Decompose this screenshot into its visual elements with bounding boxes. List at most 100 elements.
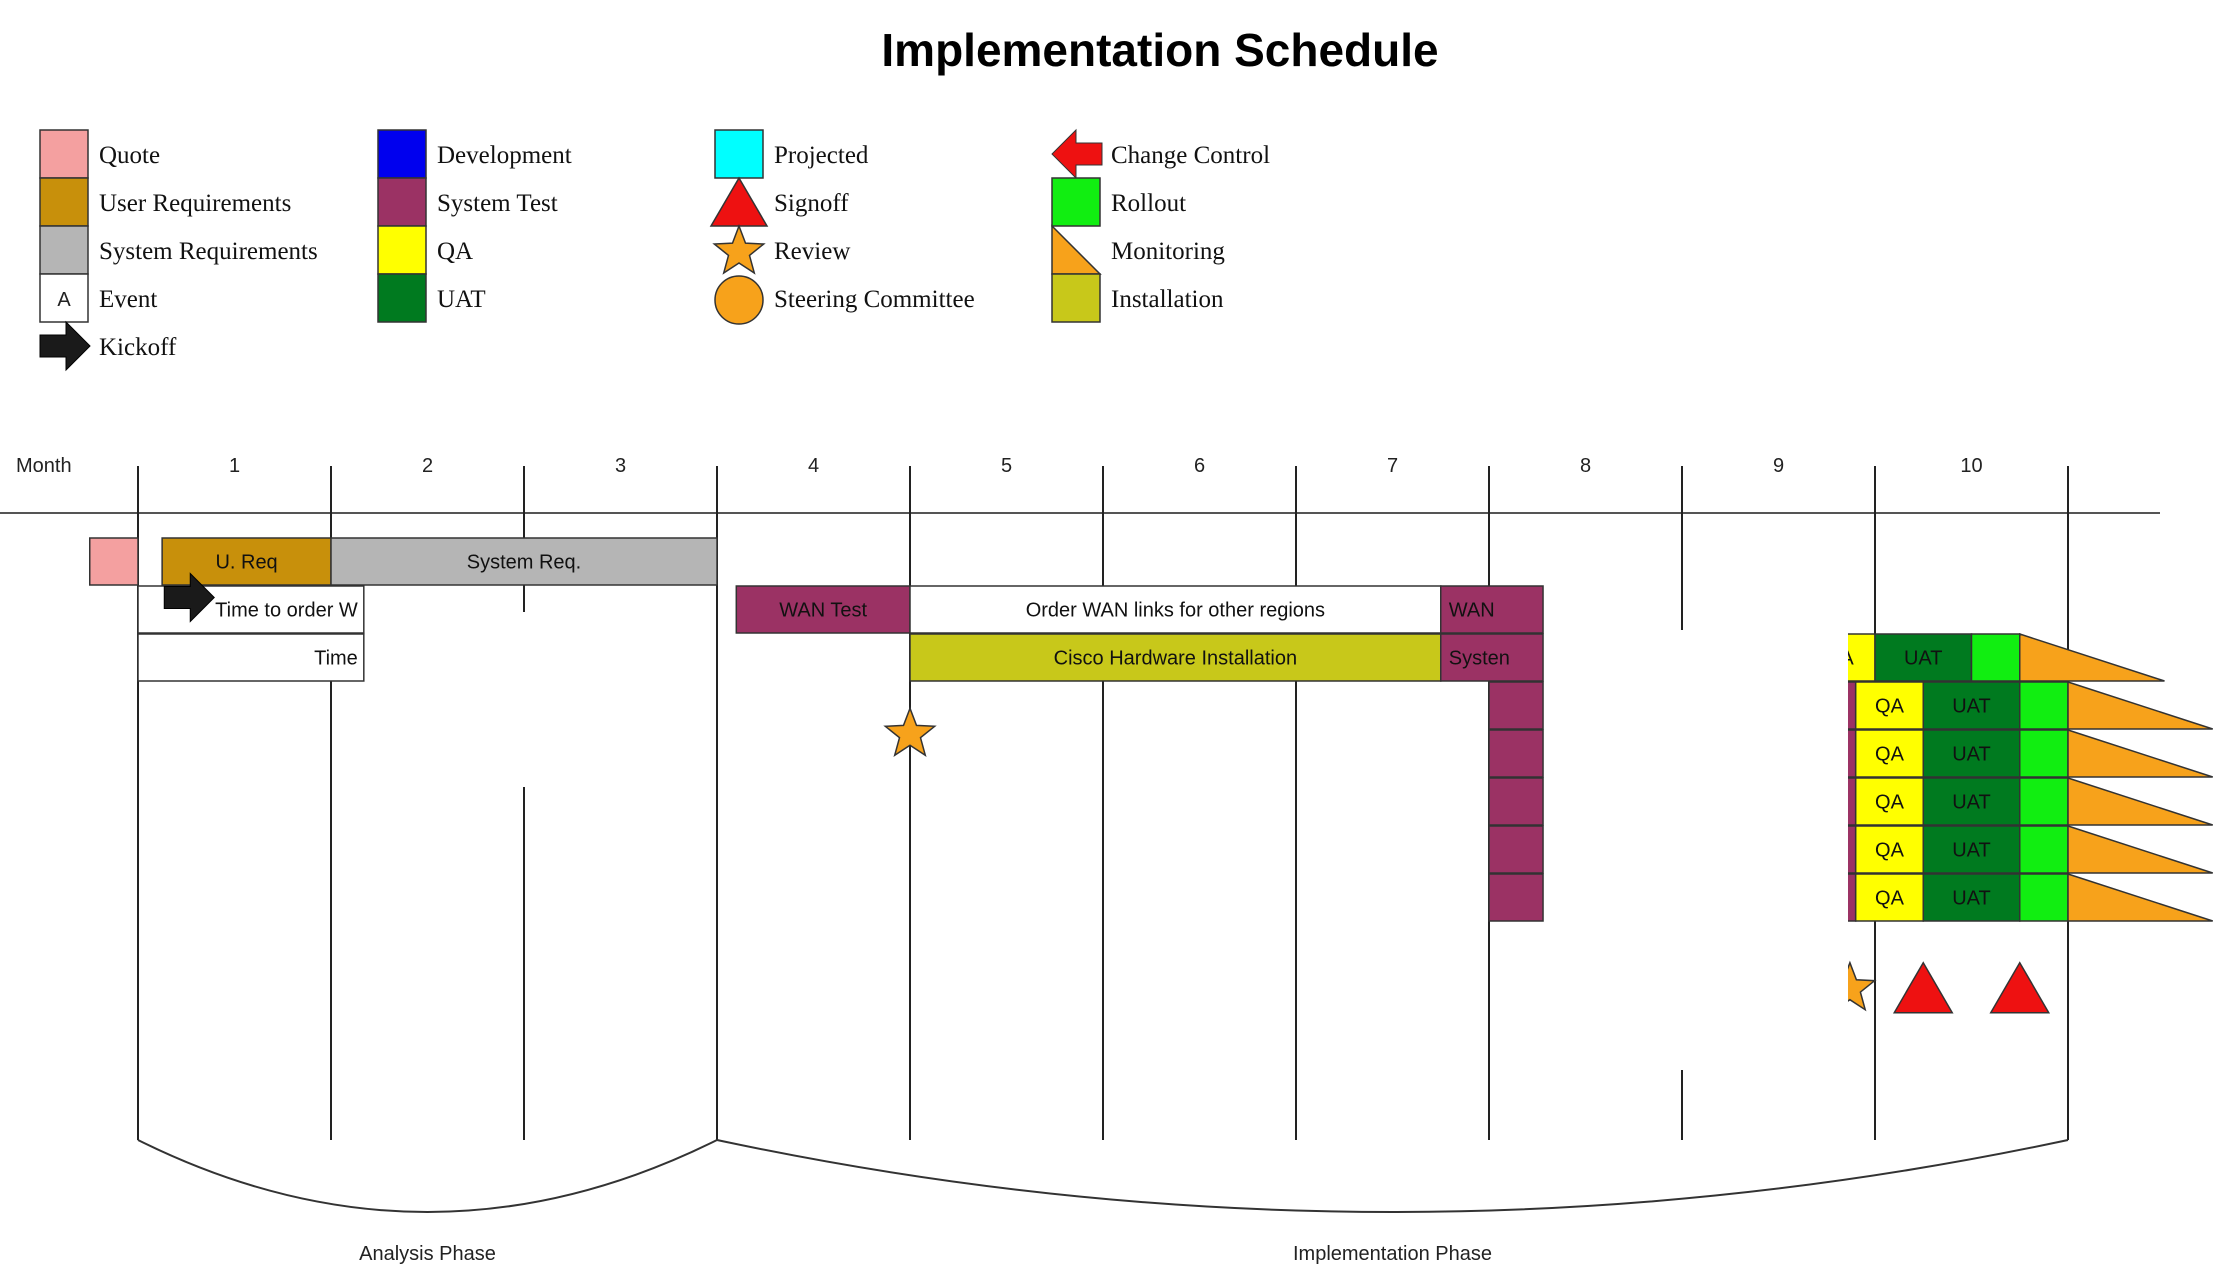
- legend-label-quote: Quote: [99, 142, 160, 169]
- signoff-triangle-icon: [1892, 961, 1954, 1014]
- task-bar-qa-label: QA: [1875, 840, 1905, 862]
- legend-swatch-quote: [39, 129, 89, 179]
- task-bar-order-wan-links-for-other-regions-label: Order WAN links for other regions: [1026, 600, 1325, 622]
- kickoff-arrow-icon: [39, 320, 91, 372]
- month-label-7: 7: [1387, 455, 1398, 477]
- task-bar-wan-label: WAN: [1449, 600, 1495, 622]
- month-label-5: 5: [1001, 455, 1012, 477]
- signoff-triangle-icon: [709, 176, 769, 227]
- task-bar: [1488, 777, 1544, 826]
- legend-label-kickoff: Kickoff: [99, 334, 177, 361]
- task-bar-uat: [1922, 873, 2021, 922]
- legend-swatch-qa: [377, 225, 427, 275]
- phase-label: Analysis Phase: [359, 1243, 496, 1265]
- task-bar-uat: [1922, 729, 2021, 778]
- task-bar-wan: [1440, 585, 1544, 634]
- month-label-8: 8: [1580, 455, 1591, 477]
- blank-region: [1580, 657, 1790, 990]
- task-bar-qa-label: QA: [1875, 696, 1905, 718]
- legend-label-signoff: Signoff: [774, 190, 849, 217]
- task-bar-qa: [1854, 777, 1924, 826]
- monitoring-wedge: [2067, 680, 2213, 730]
- phase-brace: [716, 1139, 2069, 1214]
- legend-label-system-test: System Test: [437, 190, 558, 217]
- review-star-icon: [883, 706, 937, 758]
- legend-swatch-system-test: [377, 177, 427, 227]
- legend-swatch-installation: [1051, 273, 1101, 323]
- legend-label-change-control: Change Control: [1111, 142, 1270, 169]
- task-bar-uat-label: UAT: [1952, 888, 1991, 910]
- legend-label-development: Development: [437, 142, 572, 169]
- phase-brace: [137, 1139, 718, 1214]
- month-label-2: 2: [422, 455, 433, 477]
- monitoring-wedge-icon: [1051, 224, 1102, 275]
- legend-label-uat: UAT: [437, 286, 486, 313]
- month-label-1: 1: [229, 455, 240, 477]
- legend-label-monitoring: Monitoring: [1111, 238, 1225, 265]
- diagram-title: Implementation Schedule: [881, 24, 1438, 76]
- task-bar-uat: [1874, 633, 1973, 682]
- blank-region: [365, 612, 715, 787]
- task-bar: [1488, 729, 1544, 778]
- signoff-triangle-icon: [1989, 961, 2051, 1014]
- month-label-9: 9: [1773, 455, 1784, 477]
- task-bar-system-req--label: System Req.: [467, 552, 581, 574]
- task-bar-wan-test-label: WAN Test: [779, 600, 867, 622]
- legend-label-steering-committee: Steering Committee: [774, 286, 975, 313]
- task-bar: [2019, 681, 2069, 730]
- task-bar-uat: [1922, 777, 2021, 826]
- task-bar-time-label: Time: [314, 648, 358, 670]
- task-bar-uat-label: UAT: [1952, 744, 1991, 766]
- task-bar: [1488, 825, 1544, 874]
- legend-label-system-requirements: System Requirements: [99, 238, 318, 265]
- task-bar-uat-label: UAT: [1904, 648, 1943, 670]
- legend-swatch-uat: [377, 273, 427, 323]
- redacted-regions: [365, 612, 1848, 1070]
- phase-braces: Analysis Phase Implementation Phase: [137, 1139, 2069, 1265]
- phase-label: Implementation Phase: [1293, 1243, 1492, 1265]
- change-control-arrow-icon: [1051, 128, 1103, 180]
- kickoff-arrow-icon: [163, 572, 215, 623]
- task-bar-qa-label: QA: [1875, 792, 1905, 814]
- task-bar: [1488, 681, 1544, 730]
- task-bar-systen: [1440, 633, 1544, 682]
- task-bar: [2019, 777, 2069, 826]
- legend-swatch-event: [39, 273, 89, 323]
- legend-label-review: Review: [774, 238, 850, 265]
- task-bar-order-wan-links-for-other-regions: [909, 585, 1442, 634]
- task-bar: [2019, 825, 2069, 874]
- steering-committee-circle-icon: [714, 275, 764, 325]
- task-bar: [1488, 873, 1544, 922]
- task-bar-uat-label: UAT: [1952, 840, 1991, 862]
- task-bar-uat-label: UAT: [1952, 792, 1991, 814]
- monitoring-wedge: [2067, 824, 2213, 874]
- month-label-10: 10: [1960, 455, 1982, 477]
- task-bar-systen-label: Systen: [1449, 648, 1510, 670]
- legend-label-projected: Projected: [774, 142, 869, 169]
- review-star-icon: [712, 223, 766, 275]
- blank-region: [1580, 990, 1790, 1060]
- legend-label-rollout: Rollout: [1111, 190, 1186, 217]
- task-bar: [1970, 633, 2021, 682]
- legend-label-event: Event: [99, 286, 157, 313]
- monitoring-wedge: [2019, 632, 2165, 682]
- month-label-4: 4: [808, 455, 819, 477]
- task-bar-qa: [1854, 681, 1924, 730]
- legend-label-user-requirements: User Requirements: [99, 190, 291, 217]
- task-bar: [2019, 729, 2069, 778]
- task-bar-system-req-: [330, 537, 718, 586]
- task-bar-qa: [1854, 825, 1924, 874]
- month-header-label: Month: [16, 455, 72, 477]
- legend-label-installation: Installation: [1111, 286, 1224, 313]
- legend-label-qa: QA: [437, 238, 473, 265]
- monitoring-wedge: [2067, 872, 2213, 922]
- task-bar-time-to-order-w-label: Time to order W: [215, 600, 358, 622]
- task-bar-wan-test: [735, 585, 911, 634]
- task-bar-qa: [1854, 873, 1924, 922]
- legend-swatch-rollout: [1051, 177, 1101, 227]
- legend-swatch-projected: [714, 129, 764, 179]
- monitoring-wedge: [2067, 728, 2213, 778]
